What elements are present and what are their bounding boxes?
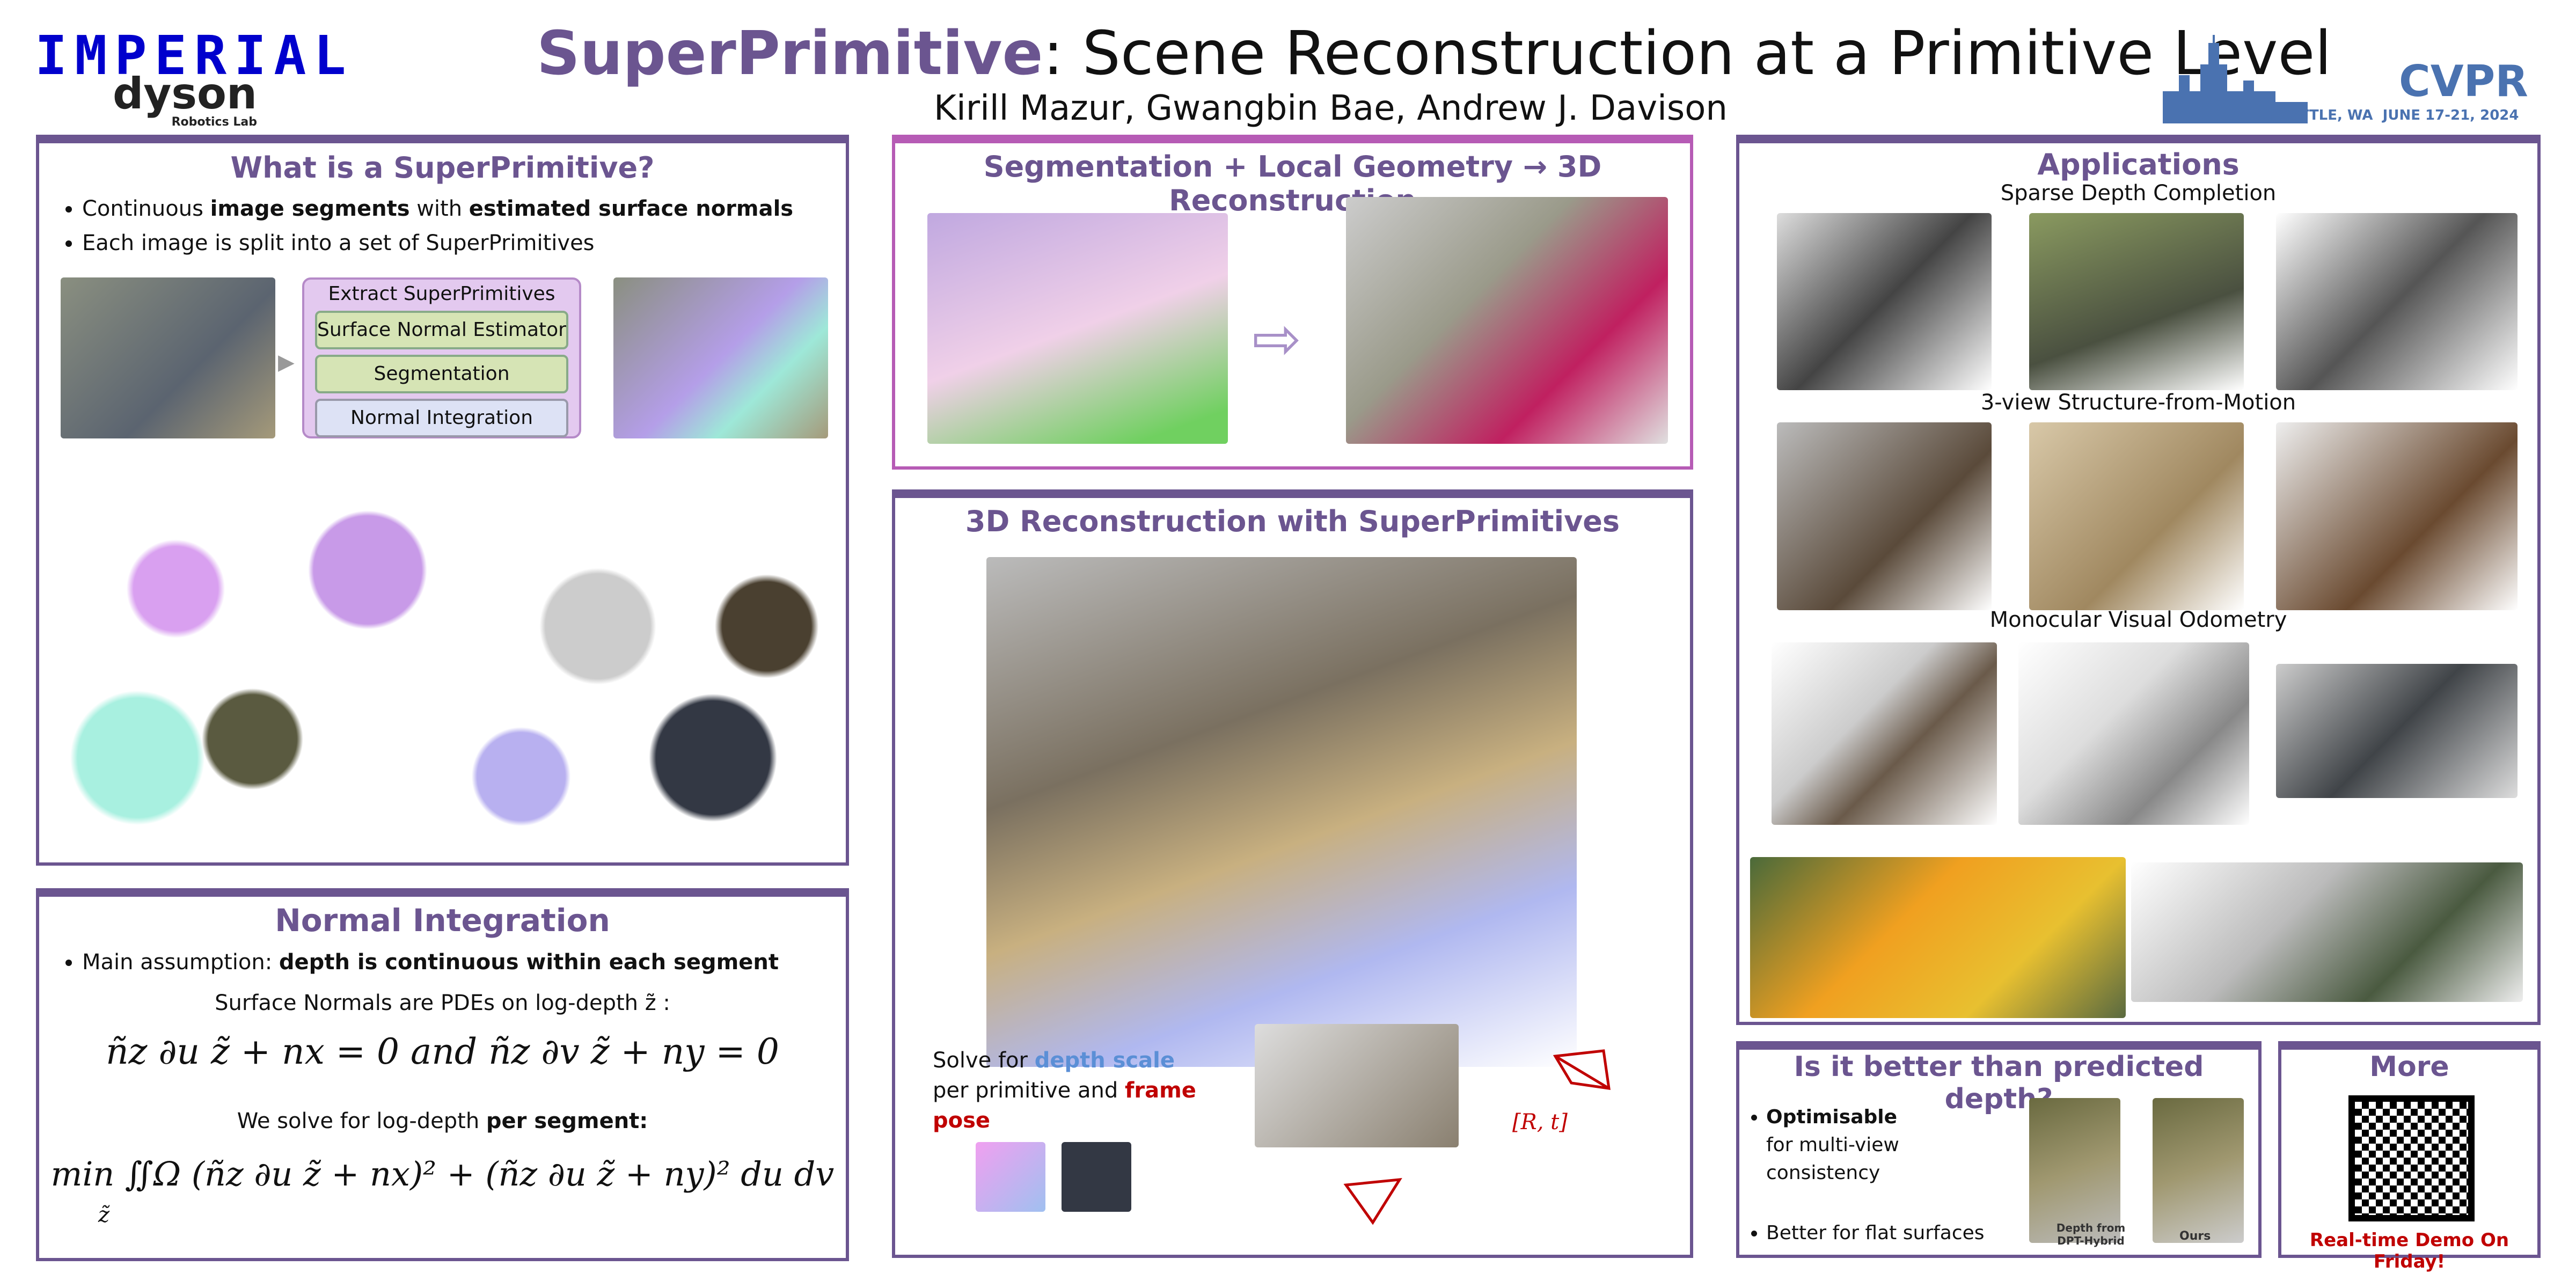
dpt-hybrid-depth-image — [2029, 1098, 2120, 1243]
arrow-icon: ▶ — [278, 350, 295, 375]
normal-line-1: Surface Normals are PDEs on log-depth z̃… — [215, 991, 670, 1015]
ours-depth-image — [2153, 1098, 2244, 1243]
equation-pde: ñz ∂u z̃ + nx = 0 and ñz ∂v z̃ + ny = 0 — [106, 1031, 779, 1072]
cvpr-logo: CVPR SEATTLE, WA JUNE 17-21, 2024 — [2163, 32, 2538, 123]
app-section-sfm: 3-view Structure-from-Motion — [1980, 390, 2296, 415]
dyson-logo-text: dyson — [113, 69, 257, 119]
primitive-thumbnail-1 — [976, 1142, 1045, 1212]
vo-image-3 — [2276, 664, 2518, 798]
pipeline-step-normal-estimator: Surface Normal Estimator — [315, 311, 568, 349]
applications-heading: Applications — [2037, 148, 2240, 181]
more-panel: More Real-time Demo On Friday! — [2278, 1041, 2541, 1272]
cvpr-location: SEATTLE, WA — [2270, 107, 2373, 123]
segmentation-image — [927, 213, 1228, 444]
sfm-image-3 — [2276, 422, 2518, 610]
what-panel: What is a SuperPrimitive? Continuous ima… — [36, 135, 849, 866]
dyson-logo: dyson Robotics Lab — [113, 72, 257, 129]
what-bullet-1: Continuous image segments with estimated… — [82, 192, 793, 226]
sparse-depth-image-3 — [2276, 213, 2518, 390]
what-heading: What is a SuperPrimitive? — [230, 151, 655, 185]
imperial-logo: IMPERIAL — [35, 24, 354, 87]
title-rest: : Scene Reconstruction at a Primitive Le… — [1043, 19, 2332, 89]
app-section-sparse-depth: Sparse Depth Completion — [2000, 181, 2277, 206]
pipeline-box: Extract SuperPrimitives Surface Normal E… — [302, 277, 581, 438]
segmentation-panel: Segmentation + Local Geometry → 3D Recon… — [892, 135, 1693, 470]
output-image — [613, 277, 828, 438]
normal-line-2: We solve for log-depth per segment: — [237, 1109, 648, 1133]
qr-code[interactable] — [2348, 1095, 2475, 1221]
authors: Kirill Mazur, Gwangbin Bae, Andrew J. Da… — [934, 89, 1728, 128]
normal-bullet: Main assumption: depth is continuous wit… — [82, 945, 779, 979]
seattle-skyline-icon — [2163, 35, 2308, 123]
more-heading: More — [2369, 1051, 2449, 1083]
primitive-thumbnail-2 — [1062, 1142, 1131, 1212]
applications-panel: Applications Sparse Depth Completion 3-v… — [1736, 135, 2541, 1025]
reconstruction-image — [986, 557, 1577, 1067]
cvpr-text: CVPR — [2399, 56, 2528, 106]
what-bullet-2: Each image is split into a set of SuperP… — [82, 226, 793, 260]
reconstruction-preview-image — [1346, 197, 1668, 444]
sfm-image-2 — [2029, 422, 2244, 610]
cvpr-dates: JUNE 17-21, 2024 — [2382, 107, 2519, 123]
pipeline-title: Extract SuperPrimitives — [328, 283, 555, 305]
vo-image-4 — [1750, 857, 2126, 1018]
equation-objective-subscript: z̃ — [98, 1203, 110, 1227]
what-bullets: Continuous image segments with estimated… — [50, 192, 793, 260]
sparse-depth-image-1 — [1777, 213, 1992, 390]
superprimitive-segments-image — [61, 476, 828, 852]
normal-integration-panel: Normal Integration Main assumption: dept… — [36, 888, 849, 1261]
reconstruction-panel: 3D Reconstruction with SuperPrimitives S… — [892, 489, 1693, 1258]
vo-image-2 — [2018, 642, 2249, 825]
better-bullet-2: Better for flat surfaces — [1766, 1219, 1997, 1247]
pipeline-step-segmentation: Segmentation — [315, 355, 568, 393]
sparse-depth-image-2 — [2029, 213, 2244, 390]
vo-image-1 — [1772, 642, 1997, 825]
normal-heading: Normal Integration — [275, 902, 610, 939]
reconstruction-heading: 3D Reconstruction with SuperPrimitives — [965, 504, 1620, 538]
app-section-vo: Monocular Visual Odometry — [1989, 608, 2287, 632]
demo-announcement: Real-time Demo On Friday! — [2309, 1230, 2509, 1272]
solve-text: Solve for depth scale per primitive and … — [933, 1048, 1196, 1133]
frame-image — [1255, 1024, 1459, 1147]
sfm-image-1 — [1777, 422, 1992, 610]
camera-frustum-icon — [1553, 1049, 1611, 1090]
equation-objective: min ∬Ω (ñz ∂u z̃ + nx)² + (ñz ∂u z̃ + ny… — [50, 1154, 835, 1194]
better-panel: Is it better than predicted depth? Optim… — [1736, 1041, 2262, 1258]
camera-frustum-icon — [1343, 1178, 1402, 1225]
input-image — [61, 277, 275, 438]
poster-title: SuperPrimitive: Scene Reconstruction at … — [537, 19, 2331, 89]
dyson-logo-sub: Robotics Lab — [171, 115, 257, 129]
title-highlight: SuperPrimitive — [537, 19, 1043, 89]
caption-ours: Ours — [2179, 1230, 2211, 1243]
caption-dpt-hybrid: Depth from DPT-Hybrid — [2056, 1221, 2126, 1247]
pipeline-step-normal-integration: Normal Integration — [315, 399, 568, 437]
arrow-icon: ⇨ — [1252, 304, 1302, 373]
pose-label: [R, t] — [1512, 1110, 1568, 1135]
vo-image-5 — [2131, 862, 2523, 1002]
